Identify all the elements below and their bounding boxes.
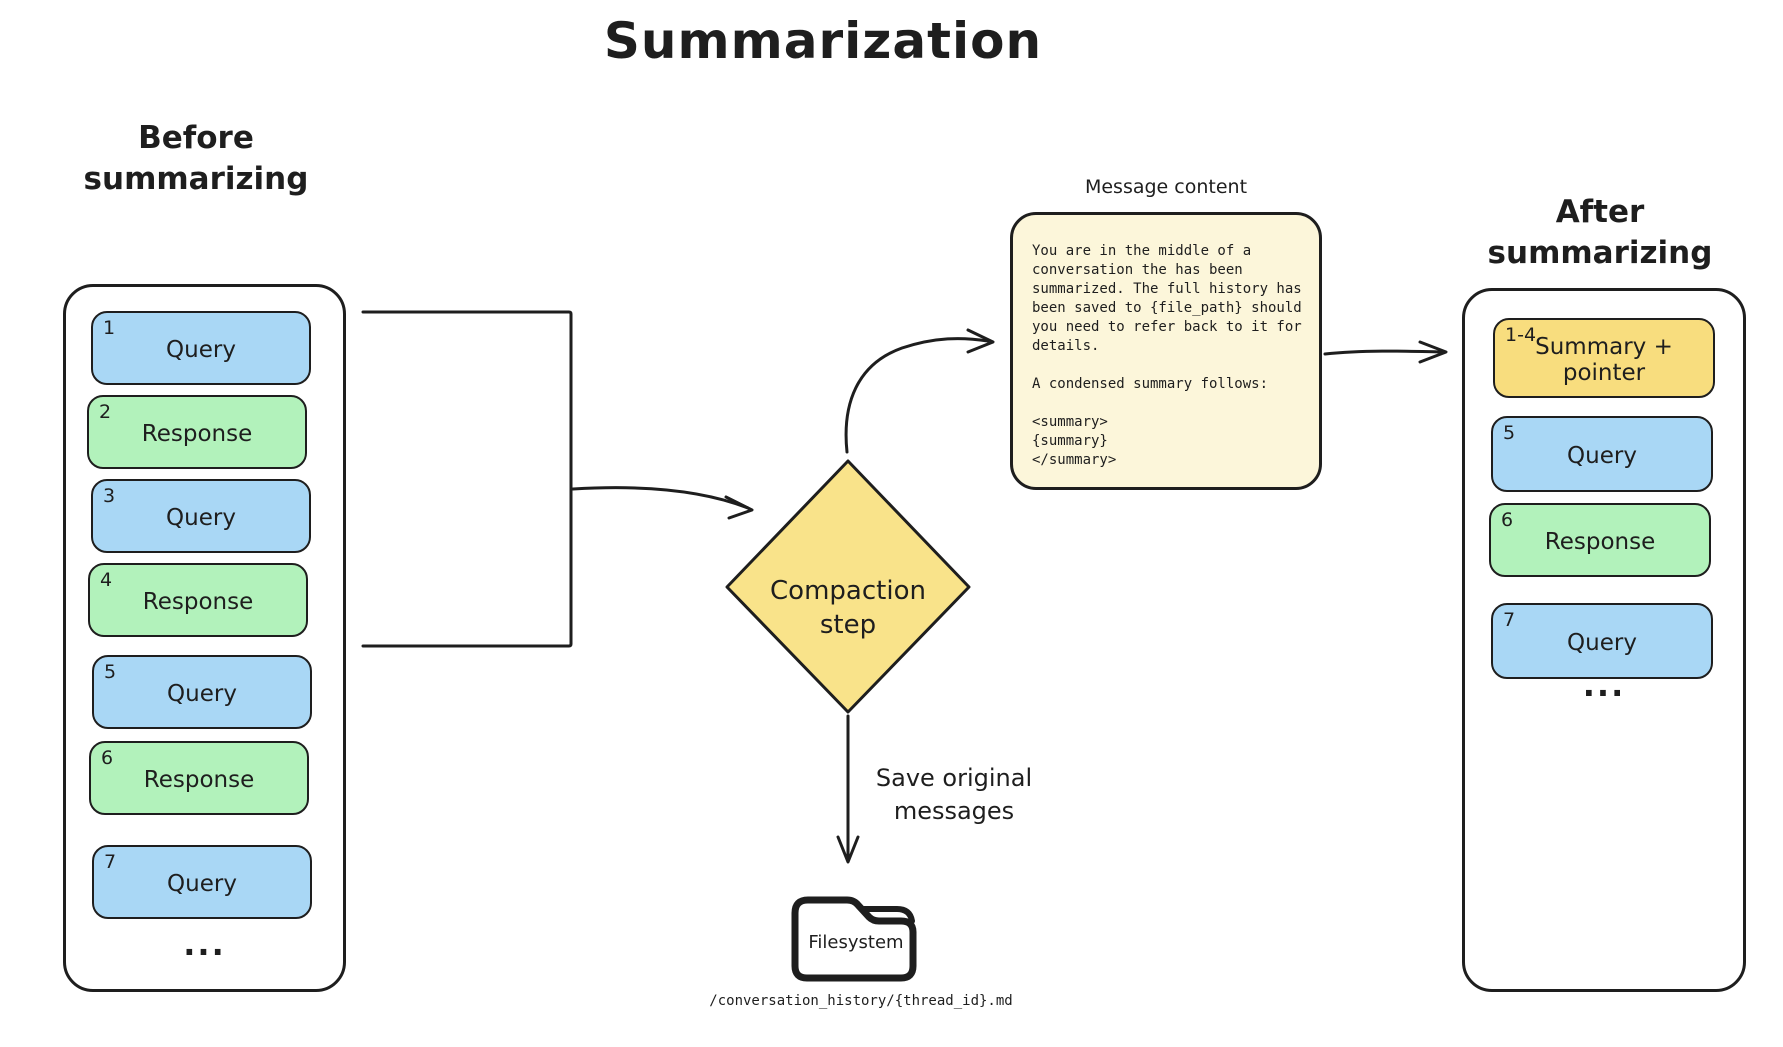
message-number: 7: [1503, 609, 1516, 631]
after-ellipsis: ...: [1582, 666, 1626, 704]
after-column-label: After summarizing: [1487, 194, 1713, 271]
message-label: Response: [142, 589, 254, 615]
message-number: 1: [103, 317, 116, 339]
message-item-6: 6 Response: [1489, 503, 1711, 577]
message-item-5: 5 Query: [92, 655, 312, 729]
page-title: Summarization: [603, 12, 1043, 70]
message-number: 4: [100, 569, 113, 591]
message-item-1: 1 Query: [91, 311, 311, 385]
arrow-to-compaction-head: [724, 495, 754, 520]
message-content-label: Message content: [1084, 176, 1248, 198]
after-column: 1-4 Summary + pointer 5 Query 6 Response…: [1462, 288, 1746, 992]
message-item-3: 3 Query: [91, 479, 311, 553]
save-original-note: Save original messages: [875, 764, 1033, 825]
summary-item-1-4: 1-4 Summary + pointer: [1493, 318, 1715, 398]
message-number: 6: [1501, 509, 1514, 531]
message-label: Query: [1567, 443, 1637, 469]
message-label: Query: [167, 681, 237, 707]
message-label: Response: [141, 421, 253, 447]
message-number: 7: [104, 851, 117, 873]
before-column-label: Before summarizing: [83, 120, 309, 197]
folder-flap-line: [859, 906, 915, 924]
group-bracket: [361, 310, 573, 648]
message-item-7: 7 Query: [92, 845, 312, 919]
message-label: Response: [1544, 529, 1656, 555]
compaction-diamond: [725, 459, 971, 714]
message-item-4: 4 Response: [88, 563, 308, 637]
before-column: 1 Query 2 Response 3 Query 4 Response 5 …: [63, 284, 346, 992]
message-label: Query: [166, 505, 236, 531]
message-label: Query: [1567, 630, 1637, 656]
message-number: 5: [1503, 422, 1516, 444]
folder-icon: [791, 896, 917, 982]
arrow-to-after-column-head: [1418, 340, 1448, 364]
compaction-step-label: Compaction step: [770, 576, 926, 640]
message-content-text: You are in the middle of a conversation …: [1032, 243, 1302, 468]
message-item-2: 2 Response: [87, 395, 307, 469]
arrow-to-compaction: [571, 486, 750, 510]
message-number: 6: [101, 747, 114, 769]
arrow-to-after-column: [1323, 349, 1443, 356]
arrow-to-message-content: [844, 337, 990, 454]
message-item-6: 6 Response: [89, 741, 309, 815]
arrow-to-message-content-head: [966, 328, 995, 354]
message-number: 5: [104, 661, 117, 683]
message-number: 2: [99, 401, 112, 423]
filesystem-path: /conversation_history/{thread_id}.md: [709, 993, 1013, 1009]
message-label: Summary + pointer: [1535, 334, 1673, 386]
message-number: 1-4: [1505, 324, 1537, 346]
message-item-5: 5 Query: [1491, 416, 1713, 492]
message-label: Query: [167, 871, 237, 897]
message-content-box: You are in the middle of a conversation …: [1010, 212, 1322, 490]
message-item-7: 7 Query: [1491, 603, 1713, 679]
before-ellipsis: ...: [183, 925, 226, 963]
filesystem-label: Filesystem: [808, 932, 904, 953]
message-label: Query: [166, 337, 236, 363]
message-number: 3: [103, 485, 116, 507]
arrow-to-filesystem-head: [836, 835, 860, 864]
message-label: Response: [143, 767, 255, 793]
